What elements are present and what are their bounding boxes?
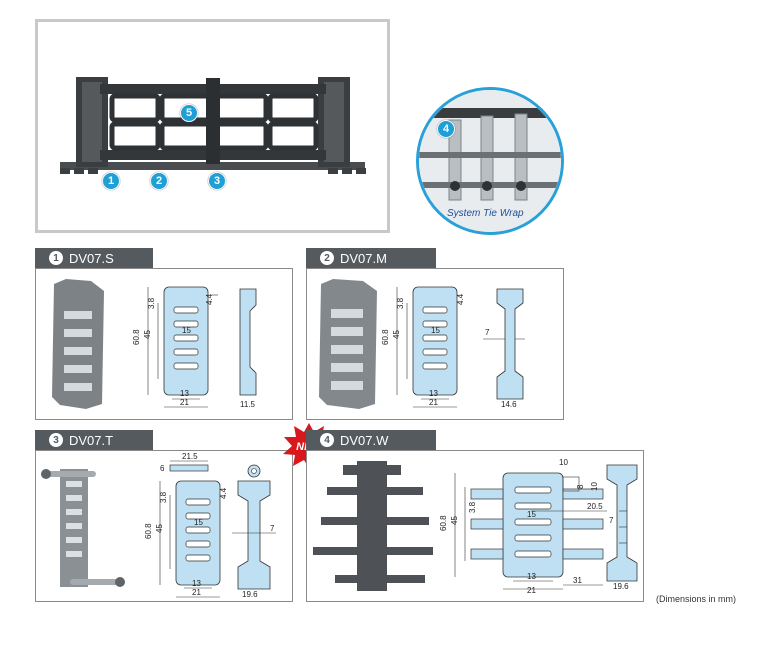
panel-3-number: 3: [49, 433, 63, 447]
panel-dv07-w: 10 8 10 20.5 15 3.8 60.8 45 13 21 31 7 1…: [306, 450, 644, 602]
dim-60-8: 60.8: [439, 515, 448, 531]
panel-3-title: DV07.T: [69, 432, 114, 448]
panel-2-title: DV07.M: [340, 250, 387, 266]
dim-19-6: 19.6: [242, 590, 258, 599]
dim-7: 7: [270, 524, 275, 533]
dim-15: 15: [194, 518, 203, 527]
dim-21: 21: [527, 586, 536, 595]
dv07-w-drawing: 10 8 10 20.5 15 3.8 60.8 45 13 21 31 7 1…: [313, 458, 638, 595]
dim-45: 45: [143, 330, 152, 339]
dim-3-8: 3.8: [468, 501, 477, 513]
dim-21-5: 21.5: [182, 452, 198, 461]
dv07-m-drawing: 60.8 45 3.8 4.4 15 13 21 7 14.6: [319, 279, 525, 409]
dim-15: 15: [431, 326, 440, 335]
dim-31: 31: [573, 576, 582, 585]
dim-11-5: 11.5: [240, 400, 256, 409]
dim-21: 21: [180, 398, 189, 407]
panel-1-title: DV07.S: [69, 250, 114, 266]
marker-5: 5: [180, 104, 198, 122]
dim-7: 7: [609, 516, 614, 525]
dv07-w-photo: [313, 461, 433, 591]
dim-20-5: 20.5: [587, 502, 603, 511]
dv07-t-drawing: 21.5 6 60.8 45 3.8 4.4 15 13 21 7 19.6: [41, 452, 276, 599]
dim-3-8: 3.8: [159, 491, 168, 503]
dim-13: 13: [527, 572, 536, 581]
dim-21: 21: [192, 588, 201, 597]
dim-13: 13: [180, 389, 189, 398]
dim-45: 45: [392, 330, 401, 339]
panel-4-number: 4: [320, 433, 334, 447]
dim-60-8: 60.8: [132, 329, 141, 345]
dim-3-8: 3.8: [396, 297, 405, 309]
tie-wrap-label: System Tie Wrap: [447, 208, 524, 219]
dim-60-8: 60.8: [144, 523, 153, 539]
dim-10-b: 10: [590, 482, 599, 491]
panel-1-tab: 1 DV07.S: [35, 248, 153, 268]
panel-dv07-t: 21.5 6 60.8 45 3.8 4.4 15 13 21 7 19.6: [35, 450, 293, 602]
dim-4-4: 4.4: [205, 293, 214, 305]
tie-wrap-detail: 4 System Tie Wrap: [416, 87, 564, 235]
tie-wrap-illustration: [419, 90, 561, 232]
dim-15: 15: [527, 510, 536, 519]
marker-3: 3: [208, 172, 226, 190]
panel-dv07-s: 60.8 45 3.8 4.4 15 13 21 11.5: [35, 268, 293, 420]
panel-1-number: 1: [49, 251, 63, 265]
overview-frame: 1 2 3 5: [35, 19, 390, 233]
panel-2-tab: 2 DV07.M: [306, 248, 436, 268]
panel-4-tab: 4 DV07.W: [306, 430, 436, 450]
dim-3-8: 3.8: [147, 297, 156, 309]
panel-2-number: 2: [320, 251, 334, 265]
dim-15: 15: [182, 326, 191, 335]
dim-10: 10: [559, 458, 568, 467]
dv07-s-drawing: 60.8 45 3.8 4.4 15 13 21 11.5: [52, 279, 257, 409]
dim-6: 6: [160, 464, 165, 473]
dim-13: 13: [429, 389, 438, 398]
dv07-s-photo: [52, 279, 104, 409]
marker-1: 1: [102, 172, 120, 190]
dimensions-footnote: (Dimensions in mm): [656, 594, 737, 604]
dv07-t-photo: [41, 469, 125, 587]
dim-45: 45: [155, 524, 164, 533]
dim-13: 13: [192, 579, 201, 588]
dim-14-6: 14.6: [501, 400, 517, 409]
dim-4-4: 4.4: [219, 487, 228, 499]
chain-cross-section-illustration: [60, 77, 366, 174]
panel-dv07-m: 60.8 45 3.8 4.4 15 13 21 7 14.6: [306, 268, 564, 420]
marker-4: 4: [437, 120, 455, 138]
dim-7: 7: [485, 328, 490, 337]
dim-60-8: 60.8: [381, 329, 390, 345]
marker-2: 2: [150, 172, 168, 190]
dv07-m-photo: [319, 279, 377, 409]
dim-45: 45: [450, 516, 459, 525]
dim-4-4: 4.4: [456, 293, 465, 305]
dim-8: 8: [576, 484, 585, 489]
dim-19-6: 19.6: [613, 582, 629, 591]
panel-3-tab: 3 DV07.T: [35, 430, 153, 450]
dim-21: 21: [429, 398, 438, 407]
panel-4-title: DV07.W: [340, 432, 389, 448]
